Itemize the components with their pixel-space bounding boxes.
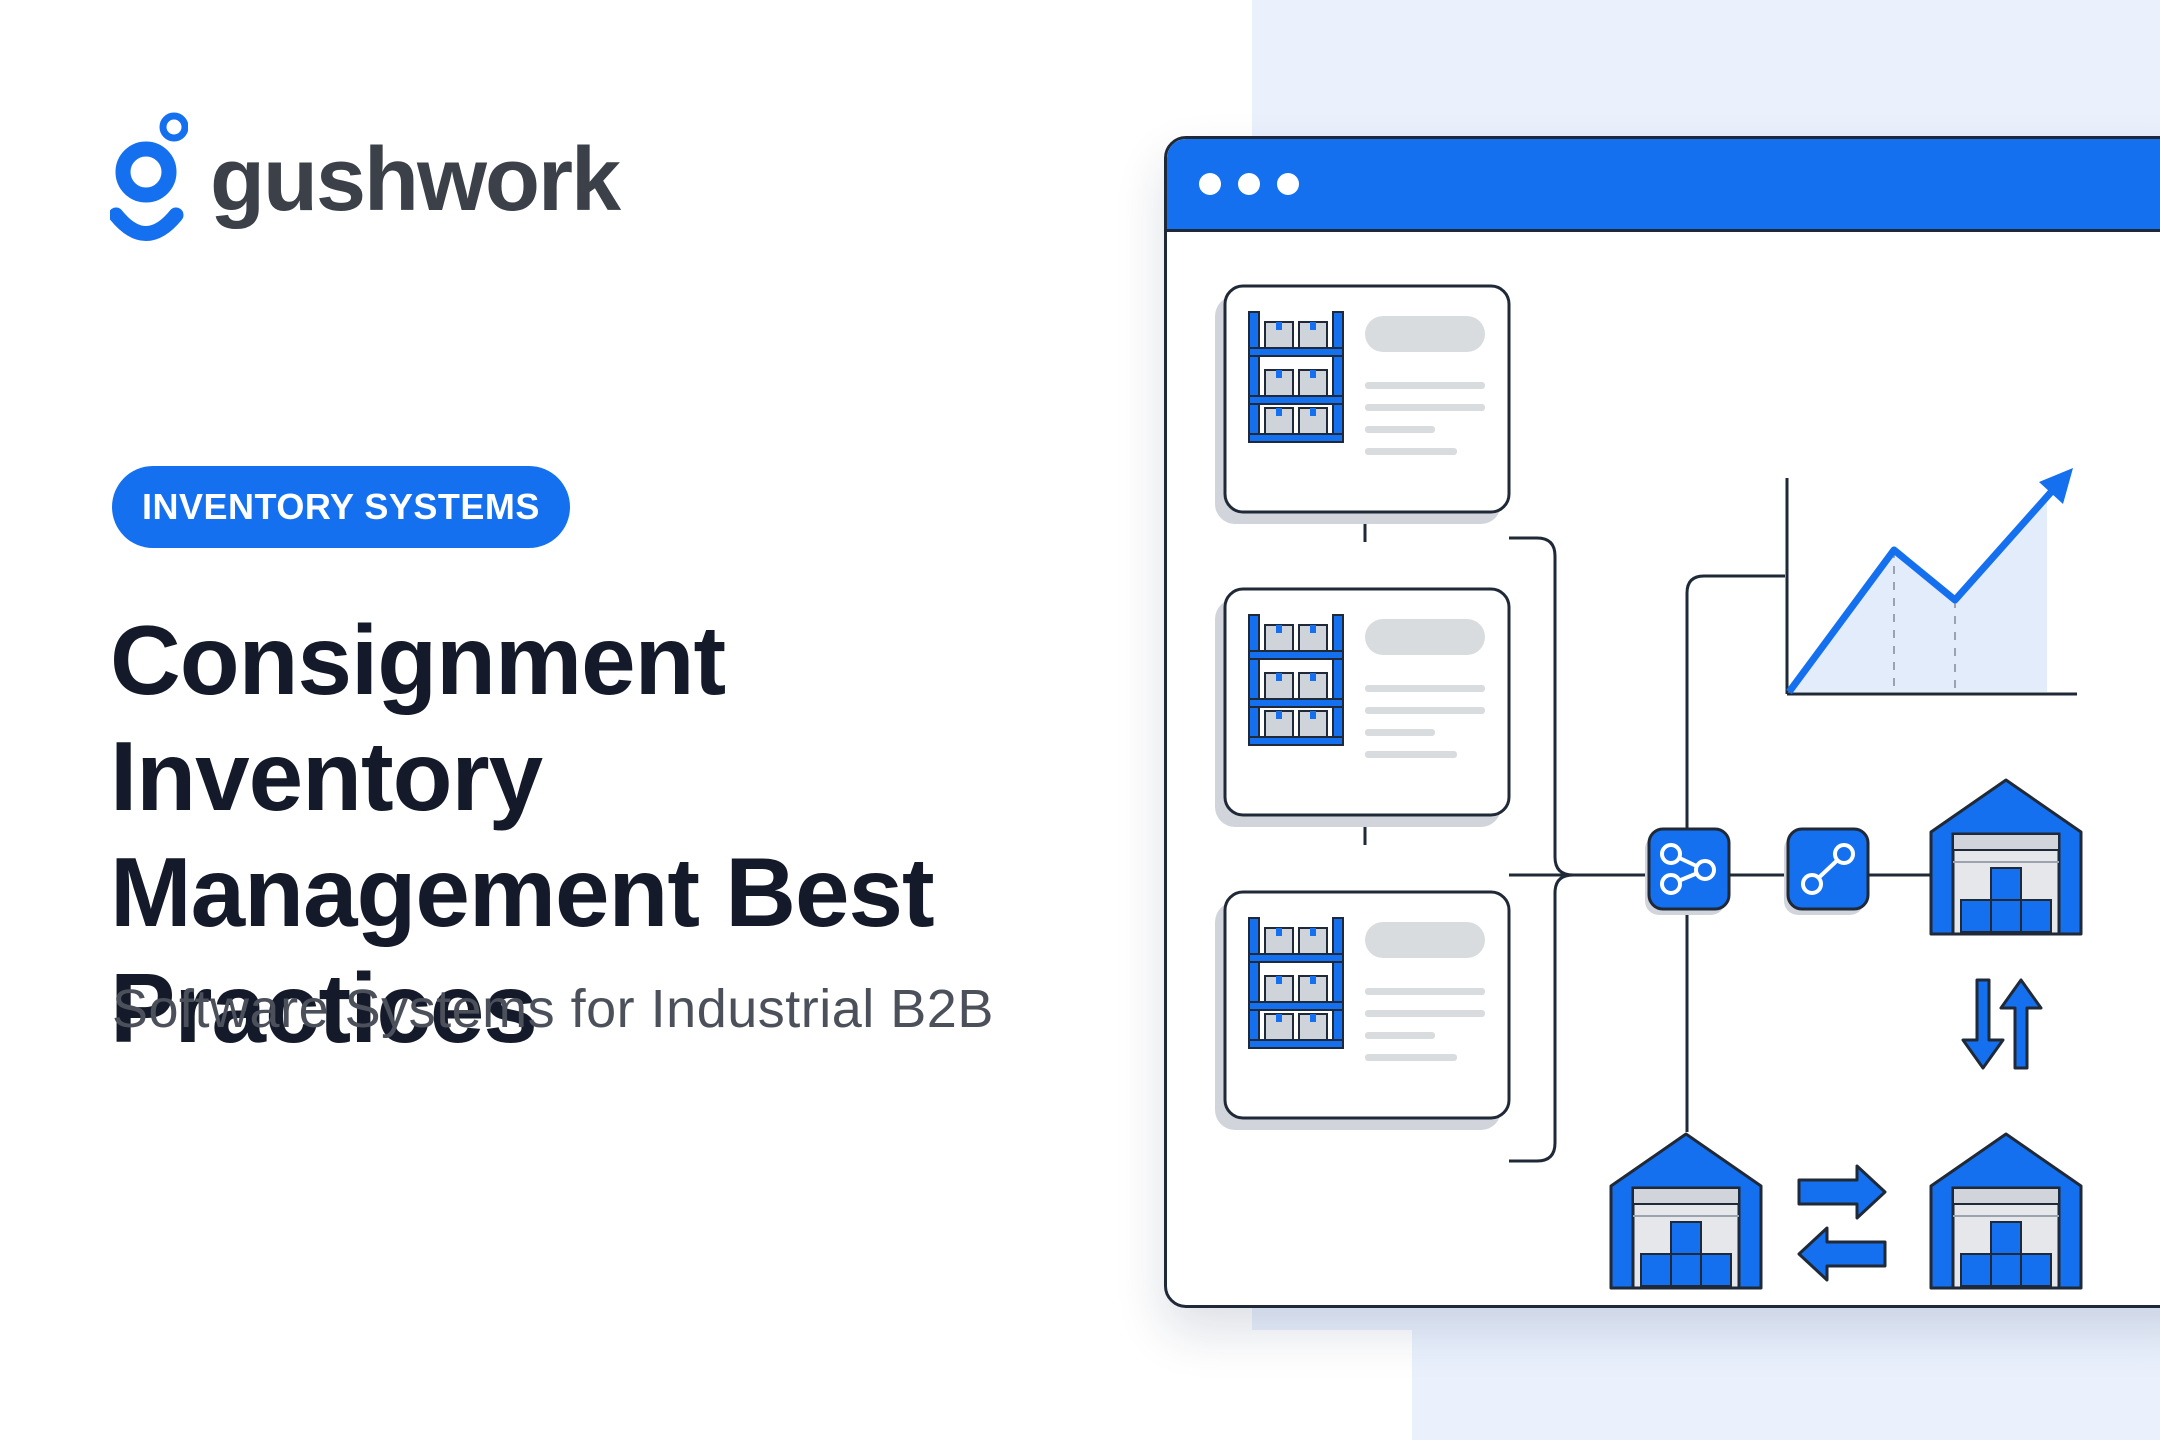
shelving-rack-icon — [1215, 286, 1509, 524]
window-title-bar — [1167, 139, 2160, 232]
network-node-icon — [1645, 827, 1731, 915]
brand-name: gushwork — [210, 130, 621, 230]
trend-chart-icon — [1785, 468, 2077, 696]
warehouse-icon — [1929, 1132, 2083, 1290]
brand-logo[interactable]: gushwork — [110, 112, 621, 254]
inventory-card — [1215, 589, 1509, 827]
category-tag-label: INVENTORY SYSTEMS — [142, 486, 540, 527]
inventory-card — [1215, 286, 1509, 524]
warehouse-icon — [1929, 778, 2083, 936]
vertical-arrows-icon — [1961, 978, 2043, 1070]
link-node-icon — [1784, 827, 1870, 915]
category-tag: INVENTORY SYSTEMS — [112, 466, 570, 548]
shelving-rack-icon — [1215, 589, 1509, 827]
swap-arrows-icon — [1797, 1164, 1887, 1282]
background-panel-lower — [1412, 1300, 2160, 1440]
app-window-illustration — [1164, 136, 2160, 1308]
connector-lines — [1363, 512, 1937, 1163]
title-line: Management Best — [110, 837, 935, 947]
shelving-rack-icon — [1215, 892, 1509, 1130]
title-line: Practices — [110, 953, 538, 1063]
window-control-dot — [1238, 173, 1260, 195]
window-control-dot — [1199, 173, 1221, 195]
inventory-card — [1215, 892, 1509, 1130]
window-control-dot — [1277, 173, 1299, 195]
warehouse-icon — [1609, 1132, 1763, 1290]
title-line: Consignment Inventory — [110, 605, 726, 831]
page-subtitle: Software Systems for Industrial B2B — [112, 979, 994, 1039]
inventory-network-diagram — [1167, 232, 2083, 1290]
page-title: Consignment Inventory Management Best Pr… — [110, 602, 1170, 1066]
gushwork-logo-icon — [110, 112, 188, 241]
